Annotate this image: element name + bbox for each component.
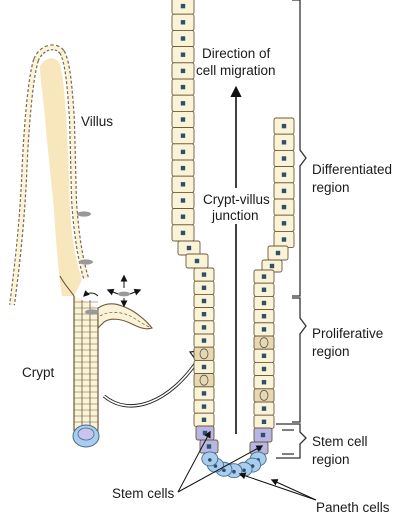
direction-label-line2: cell migration (196, 63, 276, 78)
cell-nucleus (195, 259, 199, 263)
cell-nucleus (202, 312, 206, 316)
cell-nucleus (262, 380, 266, 384)
junction-label-line1: Crypt-villus (203, 192, 270, 207)
crypt-label: Crypt (22, 365, 55, 380)
direction-label-line1: Direction of (202, 46, 271, 61)
cell-nucleus (181, 134, 185, 138)
cell-nucleus (181, 117, 185, 121)
cell-nucleus (202, 286, 206, 290)
stem-cells-label: Stem cells (112, 486, 175, 501)
cell-nucleus (181, 36, 185, 40)
cell-nucleus (262, 420, 266, 424)
cell-nucleus (232, 470, 236, 474)
cell-nucleus (282, 237, 286, 241)
cell-nucleus (262, 314, 266, 318)
cell-nucleus (181, 85, 185, 89)
cell-nucleus (222, 468, 226, 472)
cell-nucleus (262, 301, 266, 305)
cell-nucleus (181, 69, 185, 73)
differentiated-label-line2: region (312, 180, 350, 195)
curved-arrow-icon (104, 360, 198, 406)
cell-nucleus (262, 327, 266, 331)
cell-nucleus (282, 140, 286, 144)
cell-nucleus (187, 246, 191, 250)
cell-nucleus (276, 251, 280, 255)
cell-nucleus (282, 205, 286, 209)
shed-cell (85, 309, 99, 314)
differentiated-label-line1: Differentiated (312, 162, 392, 177)
cell-nucleus (181, 4, 185, 8)
stem-cell-region-line2: region (312, 452, 350, 467)
cell-nucleus (270, 264, 274, 268)
cell-nucleus (242, 468, 246, 472)
junction-label-line2: junction (211, 208, 259, 223)
cell-nucleus (202, 404, 206, 408)
cell-nucleus (181, 182, 185, 186)
cell-nucleus (181, 101, 185, 105)
cell-nucleus (262, 354, 266, 358)
neighbor-villus (98, 304, 152, 329)
shed-cell (118, 292, 130, 297)
cell-nucleus (181, 166, 185, 170)
cell-nucleus (262, 288, 266, 292)
crypt-cell-divisions (74, 302, 98, 422)
cell-nucleus (181, 231, 185, 235)
cell-nucleus (282, 156, 286, 160)
stem-cell-region-line1: Stem cell (312, 434, 368, 449)
crypt-tube (74, 296, 98, 446)
cell-nucleus (202, 418, 206, 422)
villus-label: Villus (81, 114, 113, 129)
cell-nucleus (262, 274, 266, 278)
cell-nucleus (207, 444, 211, 448)
cell-nucleus (262, 406, 266, 410)
cell-nucleus (262, 367, 266, 371)
cell-nucleus (181, 53, 185, 57)
cell-nucleus (181, 150, 185, 154)
shed-cell (79, 259, 93, 264)
cell-nucleus (282, 189, 286, 193)
cell-nucleus (203, 431, 207, 435)
cell-nucleus (202, 325, 206, 329)
cell-nucleus (181, 20, 185, 24)
proliferative-label-line1: Proliferative (312, 326, 383, 341)
cell-nucleus (261, 433, 265, 437)
proliferative-label-line2: region (312, 344, 350, 359)
cell-nucleus (202, 338, 206, 342)
cell-nucleus (282, 173, 286, 177)
cell-nucleus (282, 221, 286, 225)
cell-nucleus (202, 391, 206, 395)
cell-nucleus (202, 272, 206, 276)
shed-cell (77, 211, 91, 216)
cell-nucleus (282, 124, 286, 128)
cell-nucleus (202, 299, 206, 303)
paneth-cells-label: Paneth cells (316, 500, 390, 515)
cell-nucleus (181, 198, 185, 202)
cell-nucleus (202, 365, 206, 369)
cell-nucleus (208, 458, 212, 462)
cell-nucleus (181, 215, 185, 219)
